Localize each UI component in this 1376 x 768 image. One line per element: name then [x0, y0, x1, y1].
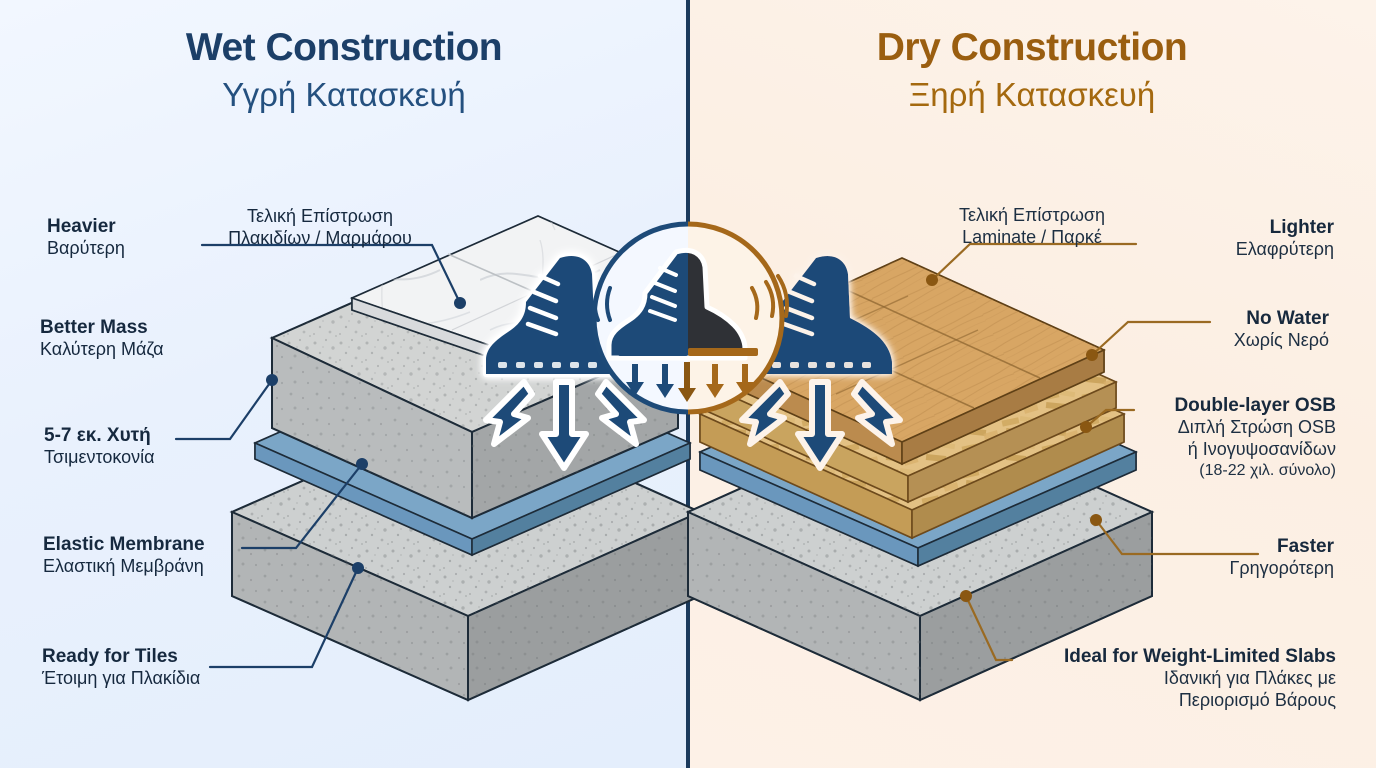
callout-tile-finish: Τελική Επίστρωση Πλακιδίων / Μαρμάρου — [200, 206, 440, 250]
label-elastic-membrane-gr: Ελαστική Μεμβράνη — [43, 556, 204, 577]
label-no-water-gr: Χωρίς Νερό — [1233, 330, 1329, 351]
boot-left-sole-treads — [498, 362, 615, 368]
label-double-layer-osb-gr: Διπλή Στρώση OSB — [1177, 417, 1336, 438]
callout-tile-finish-line1: Τελική Επίστρωση — [246, 206, 394, 226]
laminate-parquet-finish-layer — [698, 257, 1106, 466]
callout-laminate-finish: Τελική Επίστρωση Laminate / Παρκέ — [912, 205, 1152, 249]
label-heavier-en: Heavier — [47, 216, 116, 237]
label-screed: 5-7 εκ. Χυτή Τσιμεντοκονία — [44, 425, 155, 469]
label-faster-gr: Γρηγορότερη — [1229, 558, 1334, 579]
leader-double-osb — [1084, 408, 1136, 429]
left-leader-lines — [174, 243, 466, 669]
callout-laminate-finish-line1: Τελική Επίστρωση — [958, 205, 1106, 225]
label-better-mass: Better Mass Καλύτερη Μάζα — [40, 317, 164, 361]
label-double-layer-osb: Double-layer OSB Διπλή Στρώση OSB ή Ινογ… — [1058, 395, 1336, 481]
label-lighter-en: Lighter — [1269, 217, 1334, 238]
left-title-gr: Υγρή Κατασκευή — [222, 75, 466, 113]
leader-screed — [174, 378, 274, 441]
leader-faster — [1094, 518, 1260, 556]
label-faster-en: Faster — [1276, 536, 1334, 557]
leader-laminate-finish — [930, 242, 1138, 282]
right-title-gr: Ξηρή Κατασκευή — [908, 75, 1156, 113]
badge-down-arrows — [626, 362, 754, 402]
label-faster: Faster Γρηγορότερη — [1094, 536, 1334, 580]
label-lighter-gr: Ελαφρύτερη — [1235, 239, 1334, 260]
label-double-layer-osb-en: Double-layer OSB — [1174, 395, 1336, 416]
leader-membrane — [240, 462, 364, 550]
label-better-mass-gr: Καλύτερη Μάζα — [40, 339, 164, 360]
badge-ground-bar-right — [688, 348, 758, 356]
label-no-water-en: No Water — [1246, 308, 1329, 329]
label-ready-for-tiles-gr: Έτοιμη για Πλακίδια — [42, 668, 201, 689]
badge-motion-lines — [593, 274, 789, 322]
label-lighter: Lighter Ελαφρύτερη — [1094, 217, 1334, 261]
label-ready-for-tiles: Ready for Tiles Έτοιμη για Πλακίδια — [42, 646, 200, 690]
left-title-en: Wet Construction — [185, 26, 503, 69]
label-no-water: No Water Χωρίς Νερό — [1089, 308, 1329, 352]
callout-tile-finish-line2: Πλακιδίων / Μαρμάρου — [228, 227, 412, 248]
label-elastic-membrane-en: Elastic Membrane — [43, 534, 205, 555]
label-heavier-gr: Βαρύτερη — [47, 238, 125, 259]
badge-ground-bar-left — [618, 348, 688, 356]
leader-ideal-slabs — [964, 594, 1014, 662]
label-double-layer-osb-extra1: ή Ινογυψοσανίδων — [1187, 439, 1336, 460]
leader-ready-tiles — [208, 566, 360, 669]
label-screed-en: 5-7 εκ. Χυτή — [44, 425, 151, 446]
leader-tile-finish — [200, 243, 462, 305]
label-ideal-slabs-gr: Ιδανική για Πλάκες με — [1163, 668, 1336, 689]
label-ideal-slabs-extra1: Περιορισμό Βάρους — [1178, 690, 1336, 711]
right-impact-arrows-icon — [739, 379, 903, 471]
label-ideal-weight-limited-slabs: Ideal for Weight-Limited Slabs Ιδανική γ… — [1012, 646, 1336, 712]
leader-no-water — [1090, 320, 1212, 357]
left-panel-title: Wet Construction Υγρή Κατασκευή — [64, 26, 624, 117]
boot-right-laces — [781, 273, 817, 337]
center-comparison-badge — [591, 221, 789, 415]
label-double-layer-osb-extra2: (18-22 χιλ. σύνολο) — [1199, 462, 1336, 480]
boot-left-laces — [525, 273, 561, 337]
badge-boot-icon — [606, 247, 748, 361]
label-elastic-membrane: Elastic Membrane Ελαστική Μεμβράνη — [43, 534, 205, 578]
label-ideal-slabs-en: Ideal for Weight-Limited Slabs — [1063, 646, 1336, 667]
left-impact-arrows-icon — [483, 379, 647, 471]
right-title-en: Dry Construction — [876, 26, 1188, 69]
label-screed-gr: Τσιμεντοκονία — [44, 447, 155, 468]
right-leader-lines — [926, 242, 1260, 662]
label-heavier: Heavier Βαρύτερη — [47, 216, 125, 260]
label-better-mass-en: Better Mass — [40, 317, 148, 338]
callout-laminate-finish-line2: Laminate / Παρκέ — [962, 226, 1102, 247]
right-panel-title: Dry Construction Ξηρή Κατασκευή — [752, 26, 1312, 117]
label-ready-for-tiles-en: Ready for Tiles — [42, 646, 178, 667]
